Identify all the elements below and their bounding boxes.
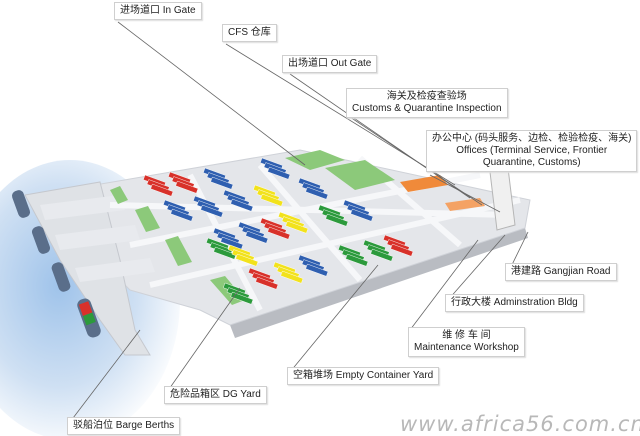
label-cfs: CFS 仓库 xyxy=(222,24,277,42)
container-row xyxy=(390,243,414,257)
container-row xyxy=(150,183,174,197)
pier-3 xyxy=(75,258,155,282)
platform-edge xyxy=(230,228,528,338)
label-customs-inspection: 海关及检疫查验场 Customs & Quarantine Inspection xyxy=(346,88,508,118)
barge-ships xyxy=(11,190,101,338)
label-customs-cn: 海关及检疫查验场 xyxy=(386,91,467,102)
label-empty-container-yard: 空箱堆场 Empty Container Yard xyxy=(287,367,440,385)
label-offices-en1: Offices (Terminal Service, Frontier xyxy=(456,145,608,156)
label-out-gate: 出场道口 Out Gate xyxy=(282,55,378,73)
label-maintenance-workshop: 维 修 车 间 Maintenance Workshop xyxy=(408,327,525,357)
label-admin-bldg: 行政大楼 Adminstration Bldg xyxy=(445,294,584,312)
watermark: www.africa56.com.cn xyxy=(400,412,640,436)
container-row xyxy=(255,276,279,290)
container-row xyxy=(267,226,291,240)
container-row xyxy=(235,253,259,267)
container-row xyxy=(170,208,194,222)
container-row xyxy=(285,220,309,234)
label-offices-cn: 办公中心 (码头服务、边检、检验检疫、海关) xyxy=(432,133,632,144)
container-row xyxy=(230,198,254,212)
label-offices-en2: Quarantine, Customs) xyxy=(482,157,581,168)
label-dg-yard: 危险品箱区 DG Yard xyxy=(164,386,267,404)
label-gangjian-road: 港建路 Gangjian Road xyxy=(505,263,617,281)
leader-lines xyxy=(69,21,529,423)
label-customs-en: Customs & Quarantine Inspection xyxy=(352,103,502,114)
container-row xyxy=(230,291,254,305)
container-row xyxy=(325,213,349,227)
container-row xyxy=(245,230,269,244)
label-in-gate: 进场道口 In Gate xyxy=(114,2,202,20)
container-row xyxy=(350,208,374,222)
pier-2 xyxy=(55,225,140,250)
label-maintenance-en: Maintenance Workshop xyxy=(414,342,519,353)
container-stacks xyxy=(143,157,414,305)
container-row xyxy=(213,246,237,260)
container-row xyxy=(210,176,234,190)
label-maintenance-cn: 维 修 车 间 xyxy=(442,330,491,341)
container-row xyxy=(305,263,329,277)
container-row xyxy=(260,193,284,207)
label-offices: 办公中心 (码头服务、边检、检验检疫、海关) Offices (Terminal… xyxy=(426,130,638,172)
container-row xyxy=(175,180,199,194)
customs-inspection-shed xyxy=(445,198,485,211)
container-row xyxy=(200,204,224,218)
label-barge-berths: 驳船泊位 Barge Berths xyxy=(67,417,181,435)
container-row xyxy=(280,270,304,284)
container-row xyxy=(345,253,369,267)
container-row xyxy=(267,166,291,180)
cfs-warehouse xyxy=(400,175,448,192)
container-row xyxy=(370,248,394,262)
pier-1 xyxy=(40,195,125,220)
container-row xyxy=(305,186,329,200)
